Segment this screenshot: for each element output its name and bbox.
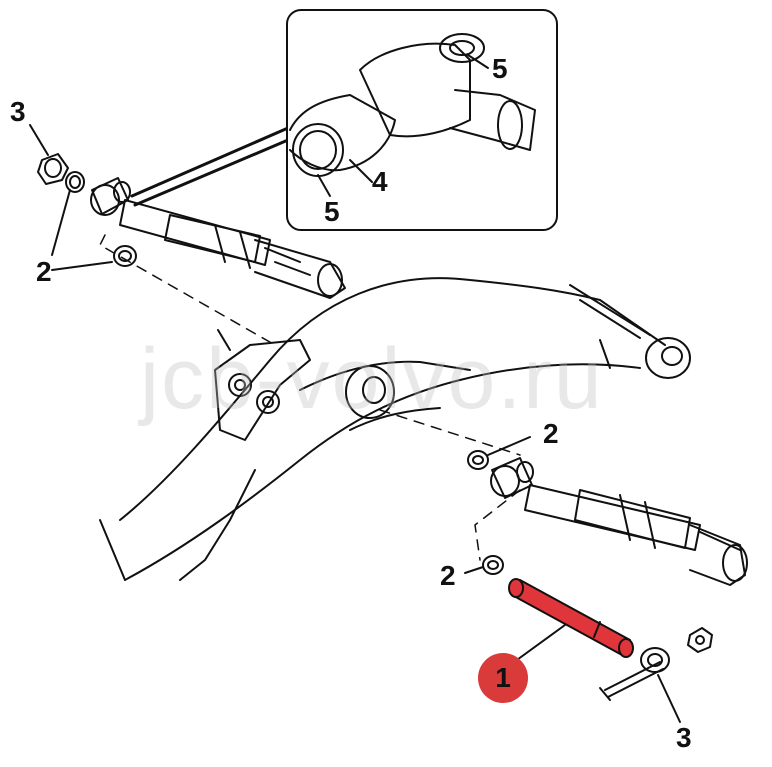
callout-5-inset-top: 5 bbox=[492, 53, 508, 84]
leaders-upper bbox=[29, 124, 113, 271]
callout-1-badge: 1 bbox=[478, 653, 528, 703]
callout-4-inset: 4 bbox=[372, 166, 388, 197]
boom-end-pivot bbox=[645, 337, 691, 379]
lower-bush bbox=[490, 457, 534, 499]
boom-pivot-boss bbox=[345, 365, 395, 419]
callout-5-inset-bottom: 5 bbox=[324, 196, 340, 227]
pivot-pin-highlight bbox=[508, 578, 634, 658]
lower-fixings bbox=[599, 627, 713, 701]
boom-arm bbox=[99, 277, 666, 581]
upper-cylinder bbox=[119, 199, 346, 299]
callout-2-upper: 2 bbox=[36, 256, 52, 287]
callout-2-lower: 2 bbox=[440, 560, 456, 591]
watermark-text: jcb-volvo.ru bbox=[140, 331, 604, 427]
leaders-lower bbox=[464, 436, 681, 723]
callout-2-middle: 2 bbox=[543, 418, 559, 449]
callout-3-upper: 3 bbox=[10, 96, 26, 127]
upper-nut-washer bbox=[37, 153, 137, 267]
callout-3-lower: 3 bbox=[676, 722, 692, 753]
detail-inset bbox=[130, 9, 558, 231]
lower-washers bbox=[467, 450, 504, 575]
upper-bush bbox=[90, 177, 131, 216]
boom-bracket bbox=[214, 329, 311, 441]
callout-1-label: 1 bbox=[495, 662, 511, 693]
lower-cylinder bbox=[524, 484, 748, 586]
dashed-lines bbox=[99, 234, 521, 561]
